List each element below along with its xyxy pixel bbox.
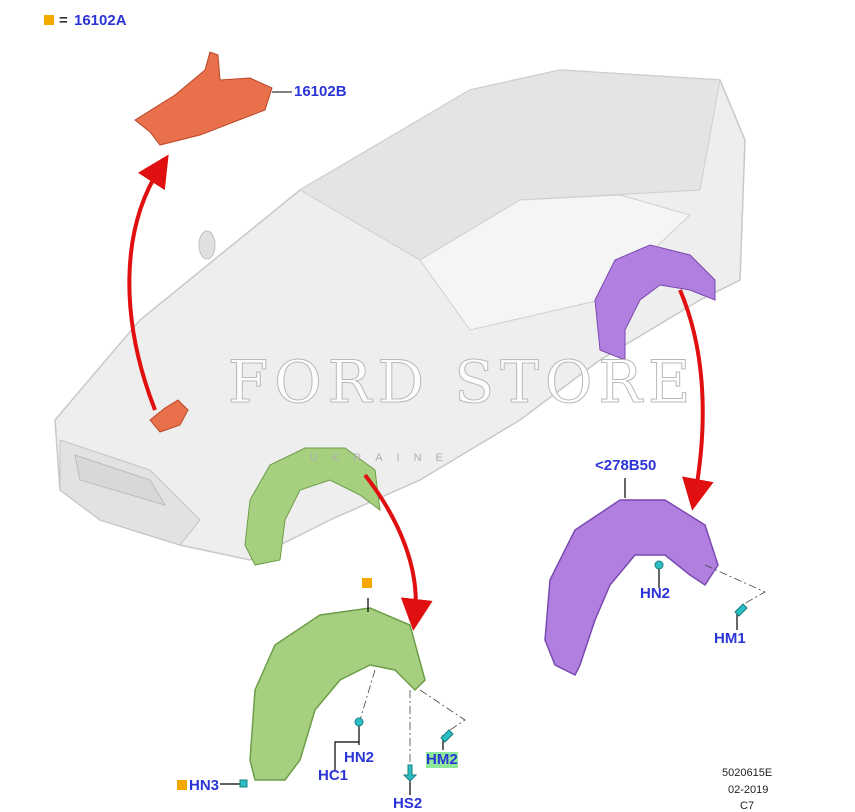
callout-front-hn2[interactable]: HN2 xyxy=(344,749,375,766)
arrow-front-liner xyxy=(363,473,433,631)
rear-liner-installed xyxy=(594,244,716,361)
callout-hn3[interactable]: HN3 xyxy=(189,777,220,794)
legend-part-label: 16102A xyxy=(74,12,127,29)
front-liner-part xyxy=(249,607,426,781)
watermark-subtitle: UKRAINE xyxy=(310,452,457,464)
diagram-section: C7 xyxy=(740,800,755,812)
front-liner-marker-icon xyxy=(362,578,372,588)
rear-liner-part xyxy=(544,499,719,677)
clip-front-hn2-icon xyxy=(354,717,364,727)
clip-hn3-icon xyxy=(239,779,248,788)
car-illustration xyxy=(54,69,746,561)
watermark-title: FORD STORE xyxy=(227,348,697,417)
fasteners xyxy=(239,560,748,788)
diagram-code: 5020615E xyxy=(722,767,773,779)
arrow-rear-liner xyxy=(678,289,714,511)
arrow-shield xyxy=(127,154,169,411)
callout-rear-hn2[interactable]: HN2 xyxy=(640,585,671,602)
clip-rear-hn2-icon xyxy=(654,560,664,570)
callout-16102b[interactable]: 16102B xyxy=(294,83,347,100)
diagram-date: 02-2019 xyxy=(728,784,769,796)
callout-hm1[interactable]: HM1 xyxy=(714,630,746,647)
legend-marker-icon xyxy=(44,15,54,25)
callout-hm2[interactable]: HM2 xyxy=(426,751,458,768)
legend-equals: = xyxy=(59,12,68,29)
dashed-guides xyxy=(359,564,766,765)
callout-hs2[interactable]: HS2 xyxy=(393,795,423,812)
callout-278b50[interactable]: <278B50 xyxy=(595,457,657,474)
shield-small-part xyxy=(149,399,189,433)
front-liner-installed xyxy=(244,447,381,566)
screw-hs2-icon xyxy=(402,764,418,782)
clip-hm2-icon xyxy=(440,729,454,743)
clip-hm1-icon xyxy=(734,603,748,617)
shield-16102b-part xyxy=(134,51,273,146)
hn3-marker-icon xyxy=(177,780,187,790)
callout-hc1[interactable]: HC1 xyxy=(318,767,349,784)
